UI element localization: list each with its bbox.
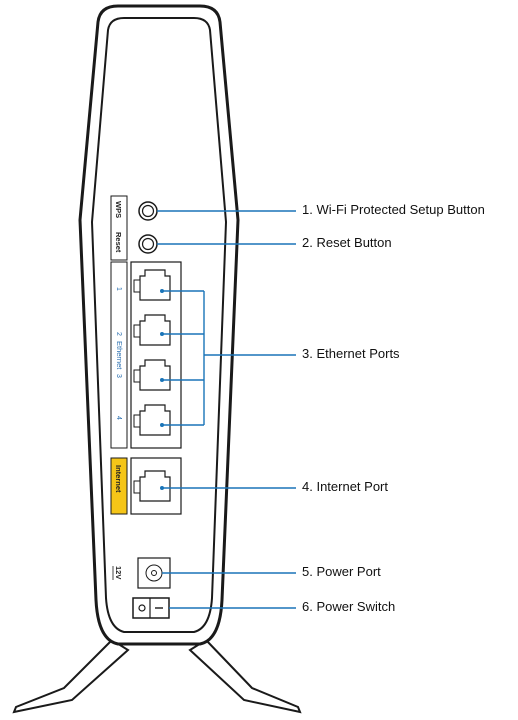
leader-internet-dot bbox=[160, 486, 164, 490]
internet-port[interactable] bbox=[133, 470, 171, 502]
ethernet-port-number-3: 3 bbox=[115, 374, 122, 378]
ethernet-port-number-1: 1 bbox=[115, 287, 122, 291]
wps-button[interactable] bbox=[138, 201, 158, 221]
callout-reset: 2. Reset Button bbox=[302, 235, 392, 250]
leader-ethernet-dot-3 bbox=[160, 378, 164, 382]
ethernet-port-4[interactable] bbox=[133, 404, 171, 436]
leader-ethernet-dot-2 bbox=[160, 332, 164, 336]
callout-internet: 4. Internet Port bbox=[302, 479, 388, 494]
router-body-inner bbox=[90, 17, 228, 633]
ethernet-port-number-2: 2 bbox=[115, 332, 122, 336]
ethernet-label: Ethernet bbox=[115, 341, 124, 370]
internet-label-highlight bbox=[110, 457, 128, 515]
ethernet-port-2[interactable] bbox=[133, 314, 171, 346]
button-label-strip bbox=[110, 195, 128, 261]
leader-ethernet-dot-4 bbox=[160, 423, 164, 427]
ethernet-port-3[interactable] bbox=[133, 359, 171, 391]
reset-label: Reset bbox=[114, 232, 123, 253]
router-stand bbox=[12, 638, 302, 714]
callout-power-port: 5. Power Port bbox=[302, 564, 381, 579]
internet-label: Internet bbox=[114, 465, 123, 493]
callout-power-switch: 6. Power Switch bbox=[302, 599, 396, 614]
ethernet-label-strip bbox=[110, 261, 128, 449]
wps-label: WPS bbox=[114, 201, 123, 218]
power-switch[interactable] bbox=[132, 597, 170, 619]
reset-button[interactable] bbox=[138, 234, 158, 254]
power-label: 12V bbox=[114, 566, 123, 579]
ethernet-port-number-4: 4 bbox=[115, 416, 122, 420]
leader-ethernet-dot-1 bbox=[160, 289, 164, 293]
callout-wps: 1. Wi-Fi Protected Setup Button bbox=[302, 202, 485, 217]
leader-lines bbox=[157, 210, 296, 609]
callout-ethernet: 3. Ethernet Ports bbox=[302, 346, 400, 361]
